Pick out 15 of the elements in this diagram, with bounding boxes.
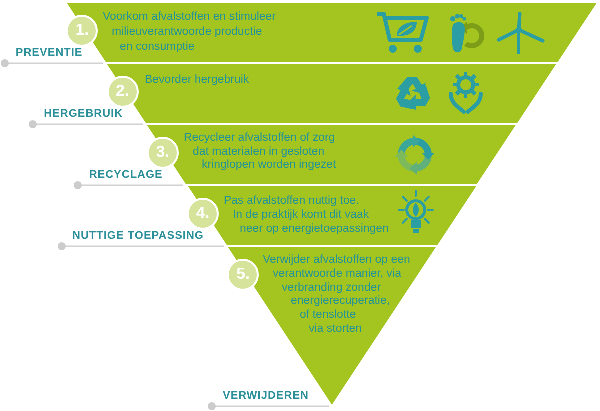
description-text: Recycleer afvalstoffen of zorg dat materialen in gesloten kringlopen worden ingezet [184, 132, 336, 173]
level-label: NUTTIGE TOEPASSING [72, 230, 204, 243]
description-text: Verwijder afvalstoffen op een verantwoorde manier, via verbranding zonder energierecuperatie, of tenslotte via storten [262, 254, 410, 337]
description-text: Bevorder hergebruik [144, 73, 250, 87]
number-circle: 4. [187, 198, 220, 230]
description-text: Voorkom afvalstoffen en stimuleer milieuverantwoorde productie en consumptie [103, 10, 276, 54]
number-circle: 2. [106, 76, 139, 108]
number-circle: 1. [66, 15, 98, 47]
number-circle: 3. [146, 137, 179, 169]
level-label: RECYCLAGE [89, 169, 163, 182]
number-circle: 5. [227, 259, 260, 291]
level-label: VERWIJDEREN [223, 390, 309, 403]
level-label: HERGEBRUIK [44, 108, 124, 121]
description-text: Pas afvalstoffen nuttig toe. In de praktijk komt dit vaak neer op energietoepassingen [224, 194, 389, 236]
level-label: PREVENTIE [16, 47, 83, 60]
